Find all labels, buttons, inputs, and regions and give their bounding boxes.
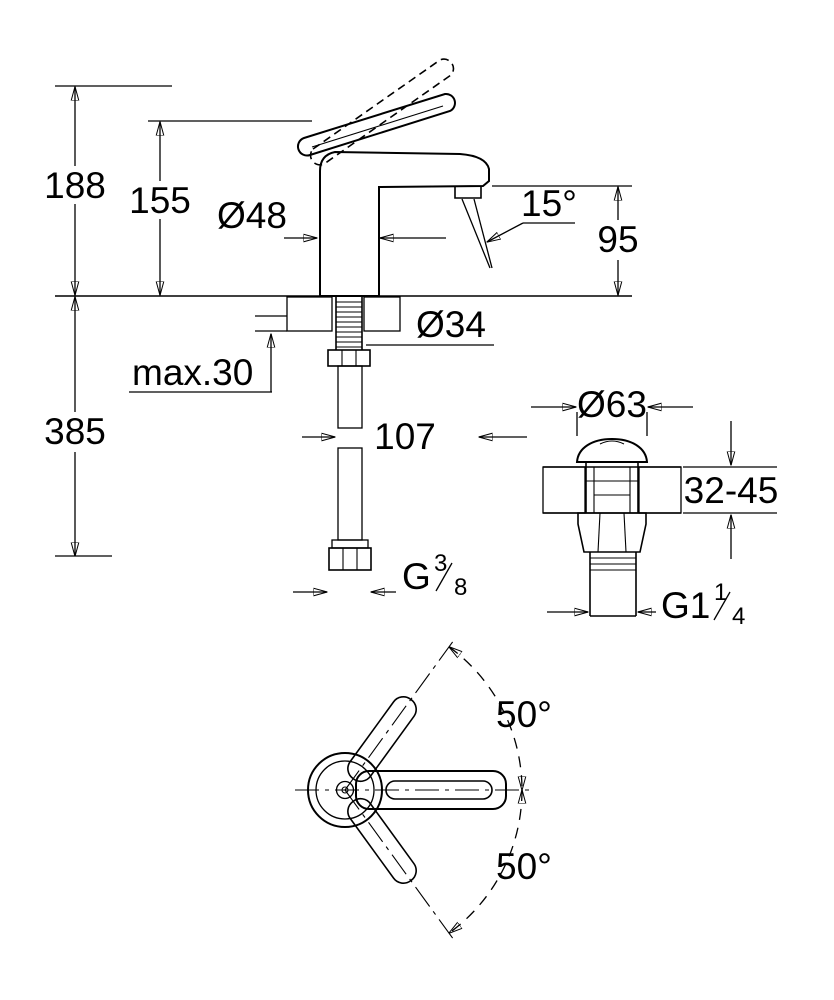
label-stream-angle: 15° [487, 183, 577, 242]
hose-end-nut [328, 539, 372, 571]
dim-label-spout-height: 95 [597, 219, 638, 260]
waste-thread-fraction-slash [713, 591, 731, 621]
dimension-max-deck-thickness: max.30 [129, 334, 272, 393]
thread-marks [336, 301, 362, 348]
dim-label-handle-height: 155 [129, 180, 191, 221]
dim-label-overall-height: 188 [44, 165, 106, 206]
dim-label-mounting-range: 32-45 [684, 470, 779, 511]
dimension-cap-diameter: Ø63 [531, 384, 693, 436]
lower-swing-centerline [344, 789, 454, 939]
dimension-base-diameter: Ø48 [217, 195, 446, 238]
faucet-side-view: 188 155 385 95 Ø48 [36, 58, 642, 601]
dim-label-swing-lower: 50° [496, 846, 552, 887]
waste-body [585, 467, 639, 513]
dim-label-hole-diameter: Ø34 [416, 304, 486, 345]
waste-fitting-view: Ø63 32-45 G1 1 4 [531, 384, 778, 630]
waste-thread-prefix: G1 [661, 585, 710, 626]
upper-swing-centerline [344, 641, 454, 791]
dimension-spout-height: 95 [492, 185, 642, 295]
supply-thread-prefix: G [402, 556, 431, 597]
swing-arc-upper [449, 647, 522, 790]
dimension-waste-thread: G1 1 4 [547, 579, 745, 630]
waste-deck [542, 466, 682, 514]
mixer-body-outline [319, 150, 490, 297]
handle-body-circles [307, 752, 383, 828]
dimension-supply-thread: G 3 8 [293, 550, 467, 601]
supply-hose-lower [337, 447, 363, 541]
lever-handle-alt-position [309, 58, 455, 166]
dimension-handle-height: 155 [124, 120, 312, 295]
mounting-deck [55, 295, 632, 332]
dim-label-base-diameter: Ø48 [217, 195, 287, 236]
threaded-shank [327, 296, 371, 367]
lever-handle [297, 92, 456, 157]
supply-thread-fraction-slash [435, 562, 453, 592]
dim-label-max-deck-thickness: max.30 [132, 352, 253, 393]
waste-cap [575, 437, 649, 467]
waste-thread-denominator: 4 [732, 603, 745, 630]
dimension-spout-reach: 107 [302, 416, 527, 457]
dimension-hole-diameter: Ø34 [366, 304, 494, 346]
dimension-overall-height: 188 [38, 85, 172, 295]
handle-position-upper [347, 696, 417, 783]
dim-label-cap-diameter: Ø63 [577, 384, 647, 425]
water-stream [461, 198, 493, 269]
dimension-mounting-range: 32-45 [683, 421, 778, 559]
supply-thread-numerator: 3 [434, 550, 447, 577]
waste-hex-nut [577, 512, 647, 553]
swing-arc-lower [449, 790, 522, 933]
handle-top-view: 50° 50° [295, 641, 552, 939]
dim-label-stream-angle: 15° [521, 183, 577, 224]
aerator [454, 187, 482, 199]
waste-thread-numerator: 1 [714, 579, 727, 606]
dim-label-swing-upper: 50° [496, 694, 552, 735]
dimension-installation-depth: 385 [36, 297, 114, 557]
dim-label-spout-reach: 107 [374, 416, 436, 457]
waste-tailpipe [589, 552, 637, 617]
dim-label-installation-depth: 385 [44, 411, 106, 452]
handle-position-lower [347, 797, 417, 884]
supply-hose-upper [337, 365, 363, 429]
supply-thread-denominator: 8 [454, 574, 467, 601]
